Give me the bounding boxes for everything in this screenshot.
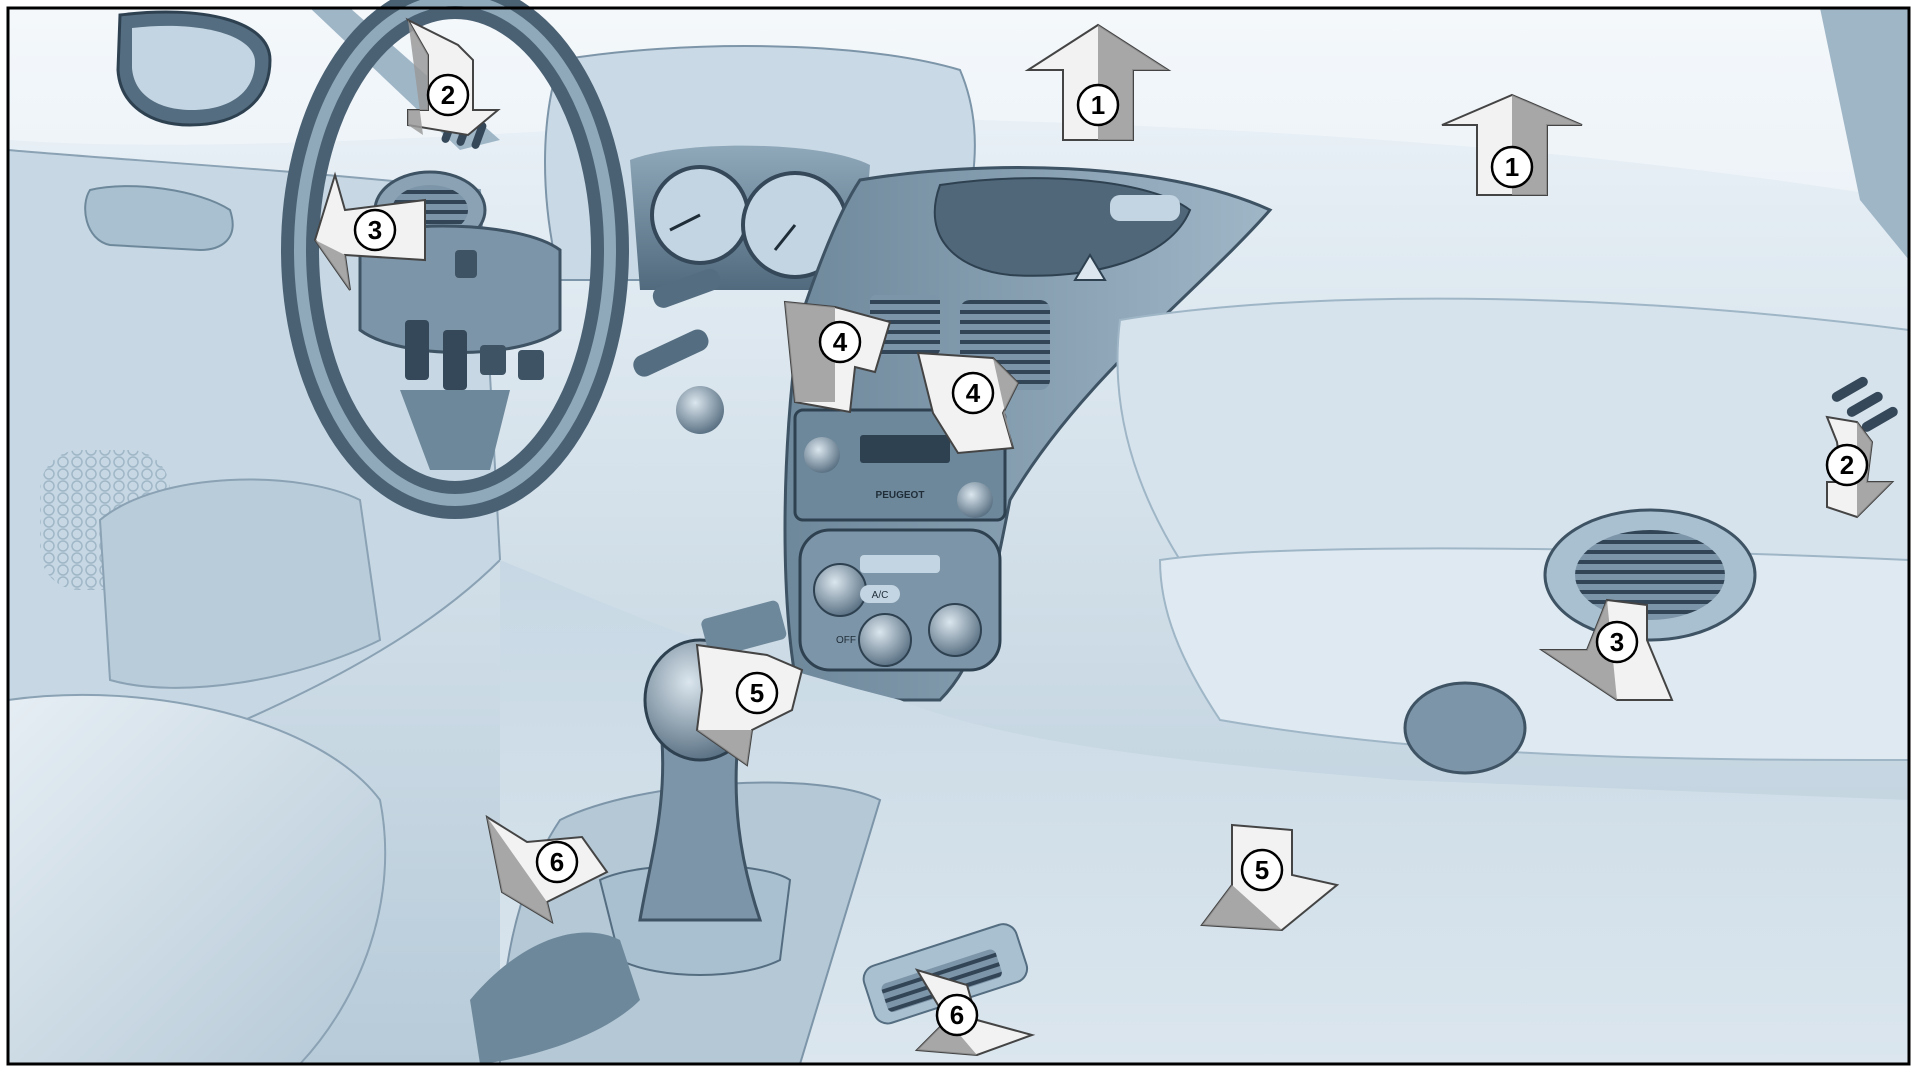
hvac-fan-knob [859, 614, 911, 666]
radio-knob-right [957, 482, 993, 518]
radio-brand-label: PEUGEOT [876, 490, 925, 501]
callout-number: 3 [1610, 627, 1624, 657]
callout-number: 2 [441, 80, 455, 110]
radio-knob-left [804, 437, 840, 473]
steering-badge [455, 250, 477, 278]
callout-number: 3 [368, 215, 382, 245]
callout-number: 1 [1091, 90, 1105, 120]
callout-number: 2 [1840, 450, 1854, 480]
callout-number: 5 [1255, 855, 1269, 885]
callout-number: 4 [833, 327, 848, 357]
hvac-mode-knob [929, 604, 981, 656]
callout-number: 6 [550, 847, 564, 877]
ac-button-label: A/C [872, 590, 889, 601]
right-side-vent-grille [1575, 530, 1725, 620]
hvac-slider [860, 555, 940, 573]
radio-display [860, 435, 950, 463]
glovebox [1160, 548, 1909, 760]
clock-display [1110, 195, 1180, 221]
callout-number: 4 [966, 378, 981, 408]
glovebox-handle [1405, 683, 1525, 773]
callout-number: 6 [950, 1000, 964, 1030]
door-pocket [100, 480, 380, 688]
hvac-off-label: OFF [836, 635, 856, 646]
callout-number: 1 [1505, 152, 1519, 182]
hvac-temp-knob [814, 564, 866, 616]
callout-number: 5 [750, 678, 764, 708]
